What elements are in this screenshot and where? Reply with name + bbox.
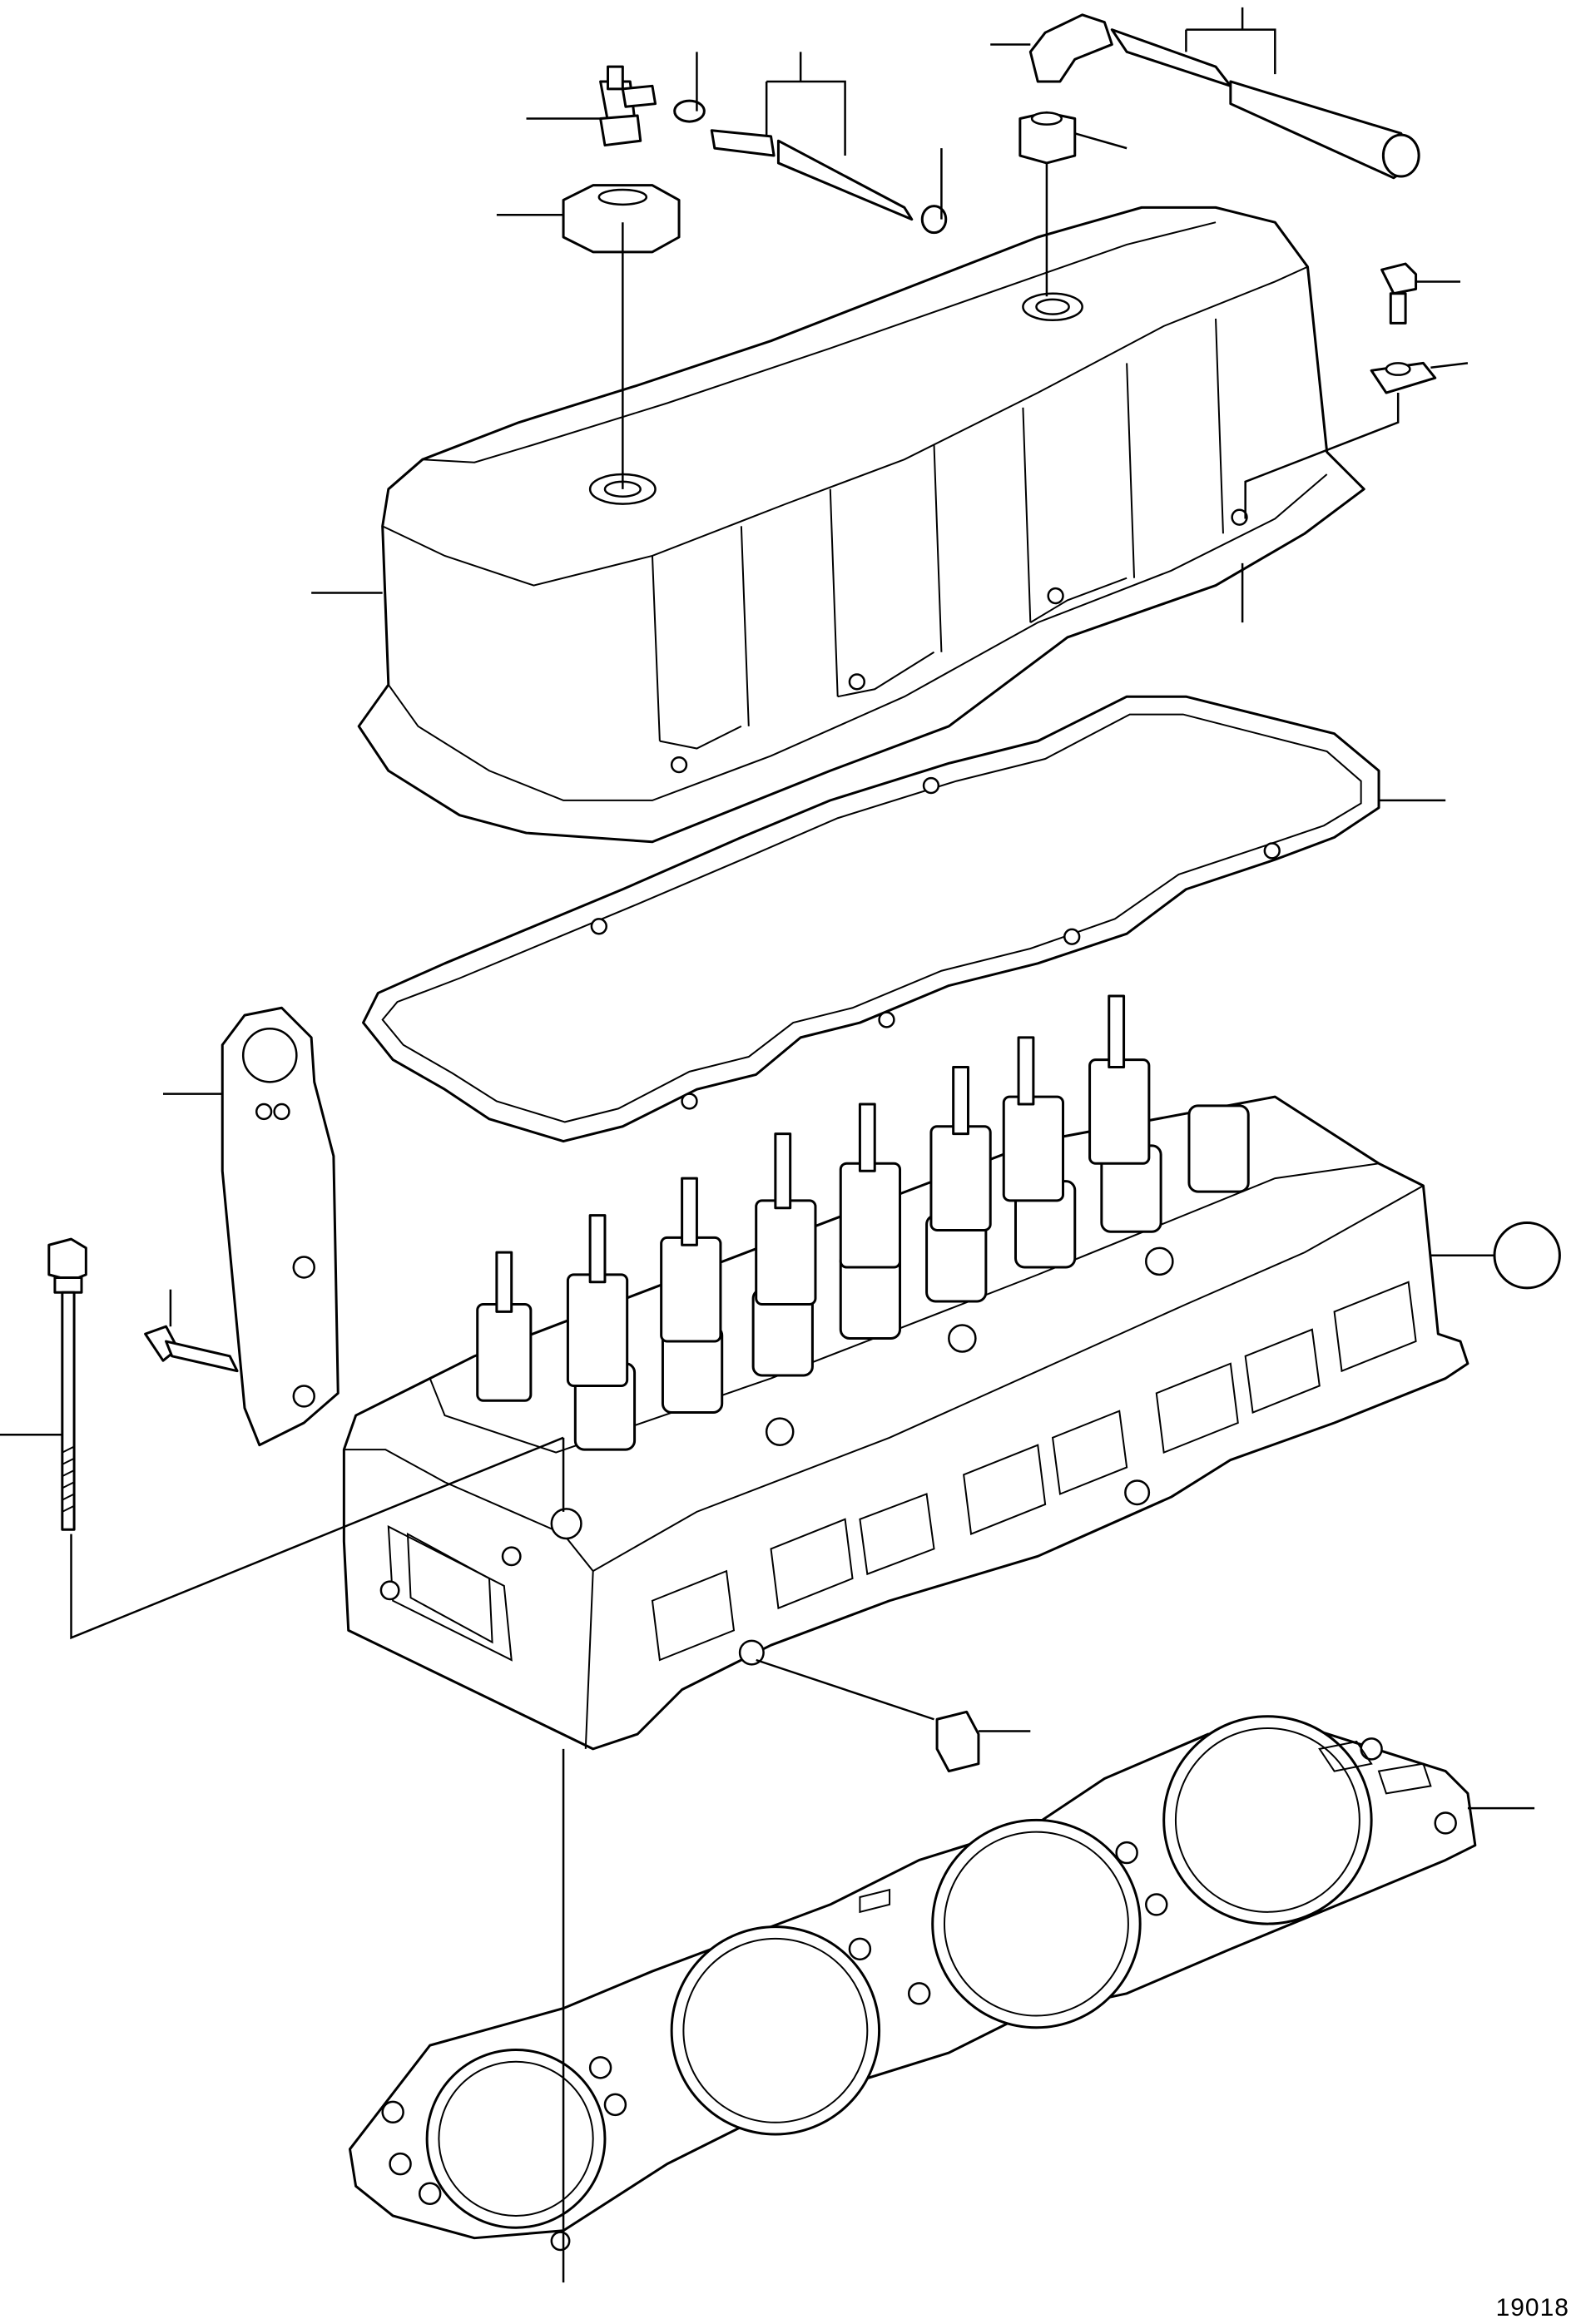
valve-cover-gasket: [364, 696, 1379, 1141]
pcv-valve-and-hoses: [563, 15, 1419, 1771]
figure-number: 19018: [1495, 2294, 1569, 2322]
assembly-symbol: [1494, 1223, 1559, 1288]
bracket-bolt: [146, 1326, 237, 1370]
head-gasket: [349, 1717, 1474, 2250]
lifting-bracket: [222, 1008, 338, 1444]
cover-fasteners: [1371, 264, 1435, 393]
cylinder-head: [344, 996, 1468, 1749]
valve-cover: [359, 207, 1364, 841]
head-bolt: [49, 1239, 87, 1529]
rocker-studs: [478, 996, 1149, 1400]
leader-lines: [0, 7, 1559, 2282]
